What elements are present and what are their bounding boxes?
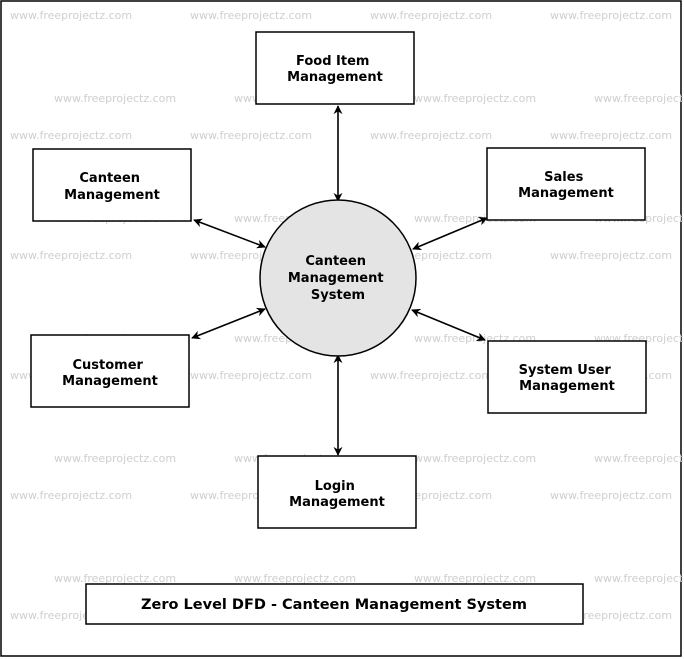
watermark-text: www.freeprojectz.com	[54, 572, 176, 585]
watermark-text: www.freeprojectz.com	[414, 452, 536, 465]
svg-text:Canteen Management: Canteen Management System	[288, 254, 388, 303]
process-label-line-1: Canteen	[305, 254, 366, 269]
svg-text:Login Management: Login Management	[289, 479, 385, 510]
watermark-text: www.freeprojectz.com	[10, 249, 132, 262]
central-process: Canteen Management System	[259, 199, 417, 357]
watermark-text: www.freeprojectz.com	[54, 92, 176, 105]
watermark-text: www.freeprojectz.com	[550, 249, 672, 262]
flow-canteen	[193, 218, 266, 249]
watermark-text: www.freeprojectz.com	[190, 369, 312, 382]
svg-text:Food Item Management: Food Item Management	[287, 54, 383, 85]
entity-sales-management: Sales Management	[486, 147, 646, 221]
process-label-line-2: Management	[288, 271, 384, 286]
watermark-text: www.freeprojectz.com	[370, 9, 492, 22]
entity-system-user-management: System User Management	[487, 340, 647, 414]
watermark-text: www.freeprojectz.com	[594, 452, 684, 465]
watermark-text: www.freeprojectz.com	[234, 572, 356, 585]
entity-food-item-management: Food Item Management	[255, 31, 415, 105]
svg-text:Customer Management: Customer Management	[62, 358, 158, 389]
watermark-text: www.freeprojectz.com	[594, 572, 684, 585]
data-flows	[191, 105, 488, 456]
watermark-text: www.freeprojectz.com	[370, 129, 492, 142]
watermark-text: www.freeprojectz.com	[550, 9, 672, 22]
watermark-text: www.freeprojectz.com	[370, 369, 492, 382]
flow-sales	[412, 216, 488, 251]
entity-login-management: Login Management	[257, 455, 417, 529]
svg-text:System User Management: System User Management	[519, 363, 616, 394]
process-label-line-3: System	[311, 288, 365, 303]
diagram-title: Zero Level DFD - Canteen Management Syst…	[85, 583, 584, 625]
watermark-text: www.freeprojectz.com	[550, 489, 672, 502]
svg-text:Sales Management: Sales Management	[518, 170, 614, 201]
watermark-text: www.freeprojectz.com	[594, 92, 684, 105]
entity-canteen-management: Canteen Management	[32, 148, 192, 222]
flow-customer	[191, 307, 266, 340]
watermark-text: www.freeprojectz.com	[10, 9, 132, 22]
watermark-text: www.freeprojectz.com	[190, 129, 312, 142]
entity-customer-management: Customer Management	[30, 334, 190, 408]
watermark-text: www.freeprojectz.com	[10, 489, 132, 502]
svg-text:Zero Level DFD - Canteen Manag: Zero Level DFD - Canteen Management Syst…	[141, 597, 527, 613]
watermark-text: www.freeprojectz.com	[550, 129, 672, 142]
watermark-text: www.freeprojectz.com	[414, 92, 536, 105]
watermark-text: www.freeprojectz.com	[54, 452, 176, 465]
svg-text:Canteen Management: Canteen Management	[64, 171, 160, 203]
flow-system-user	[411, 308, 486, 342]
watermark-text: www.freeprojectz.com	[414, 572, 536, 585]
watermark-text: www.freeprojectz.com	[190, 9, 312, 22]
watermark-text: www.freeprojectz.com	[10, 129, 132, 142]
